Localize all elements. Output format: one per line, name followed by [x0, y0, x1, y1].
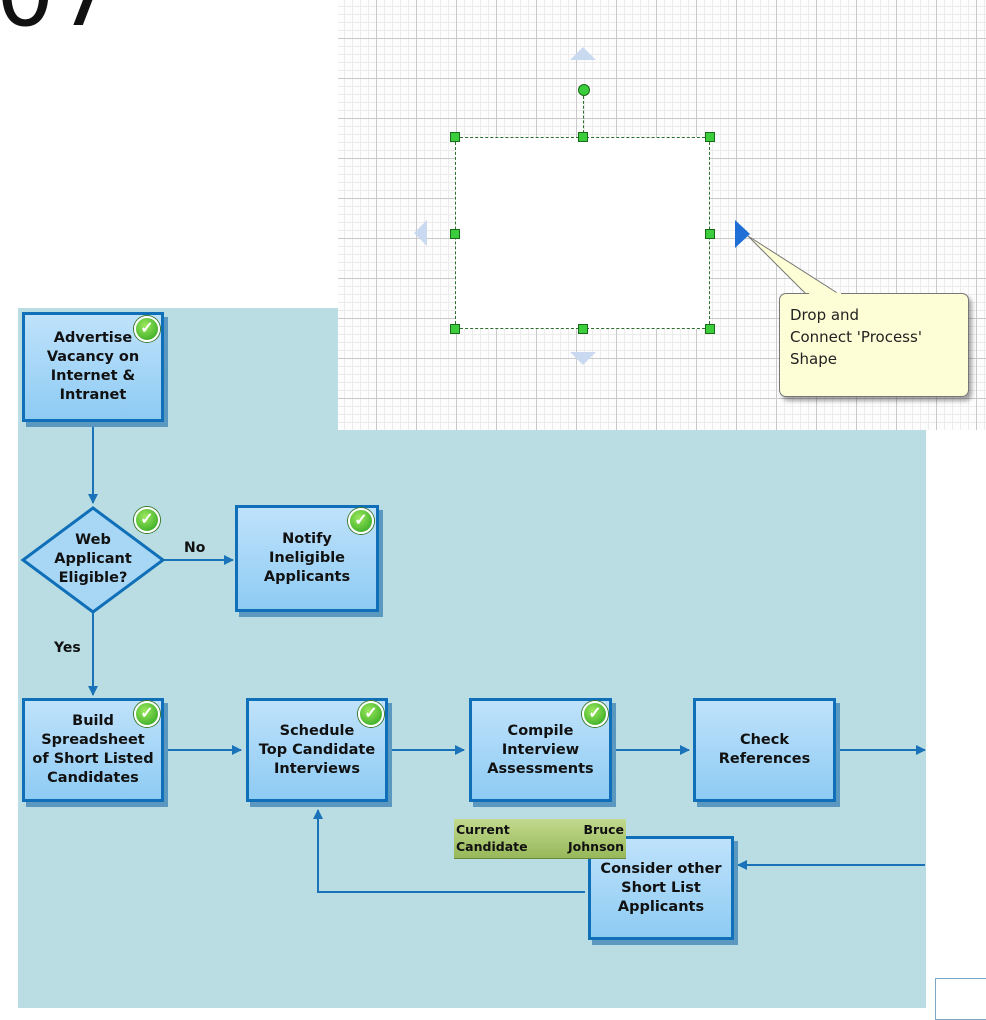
node-check-references[interactable]: Check References: [693, 698, 836, 802]
tooltip-line: Drop and: [790, 306, 860, 324]
decision-eligible-shape: [20, 506, 166, 614]
node-label: Build Spreadsheet of Short Listed Candid…: [32, 713, 154, 786]
rotation-handle[interactable]: [578, 84, 590, 96]
check-icon: ✓: [134, 701, 160, 727]
edge-label-yes: Yes: [54, 640, 81, 656]
tooltip-line: Connect 'Process': [790, 328, 922, 346]
resize-handle-right[interactable]: [705, 229, 715, 239]
tooltip: Drop and Connect 'Process' Shape: [779, 293, 969, 397]
node-label: Check References: [718, 732, 811, 767]
note-key: Current: [456, 822, 510, 837]
resize-handle-bottom[interactable]: [578, 324, 588, 334]
resize-handle-left[interactable]: [450, 229, 460, 239]
selected-shape[interactable]: [455, 137, 710, 329]
resize-handle-bottom-left[interactable]: [450, 324, 460, 334]
resize-handle-top-left[interactable]: [450, 132, 460, 142]
resize-handle-top[interactable]: [578, 132, 588, 142]
note-value: Bruce: [583, 822, 624, 837]
node-label: Schedule Top Candidate Interviews: [258, 722, 376, 777]
edge-label-no: No: [184, 540, 206, 556]
node-eligible-label: Web Applicant Eligible?: [54, 532, 132, 586]
shape-data-note: Current Bruce Candidate Johnson: [454, 819, 626, 859]
check-icon: ✓: [582, 701, 608, 727]
node-label: Consider other Short List Applicants: [600, 860, 722, 915]
resize-handle-bottom-right[interactable]: [705, 324, 715, 334]
corner-frame: [935, 978, 986, 1020]
step-number: 07: [0, 0, 117, 40]
rotation-guide-line: [583, 96, 584, 138]
check-icon: ✓: [348, 508, 374, 534]
node-label: Compile Interview Assessments: [487, 722, 594, 777]
check-icon: ✓: [134, 316, 160, 342]
node-notify-ineligible[interactable]: Notify Ineligible Applicants: [235, 505, 379, 612]
connector-consider-to-schedule: [313, 809, 585, 893]
check-icon: ✓: [134, 507, 160, 533]
check-icon: ✓: [358, 701, 384, 727]
note-value: Johnson: [568, 839, 624, 854]
node-label: Notify Ineligible Applicants: [263, 531, 351, 585]
resize-handle-top-right[interactable]: [705, 132, 715, 142]
note-key: Candidate: [456, 839, 528, 854]
node-label: Advertise Vacancy on Internet & Intranet: [46, 330, 140, 403]
tooltip-line: Shape: [790, 350, 837, 368]
